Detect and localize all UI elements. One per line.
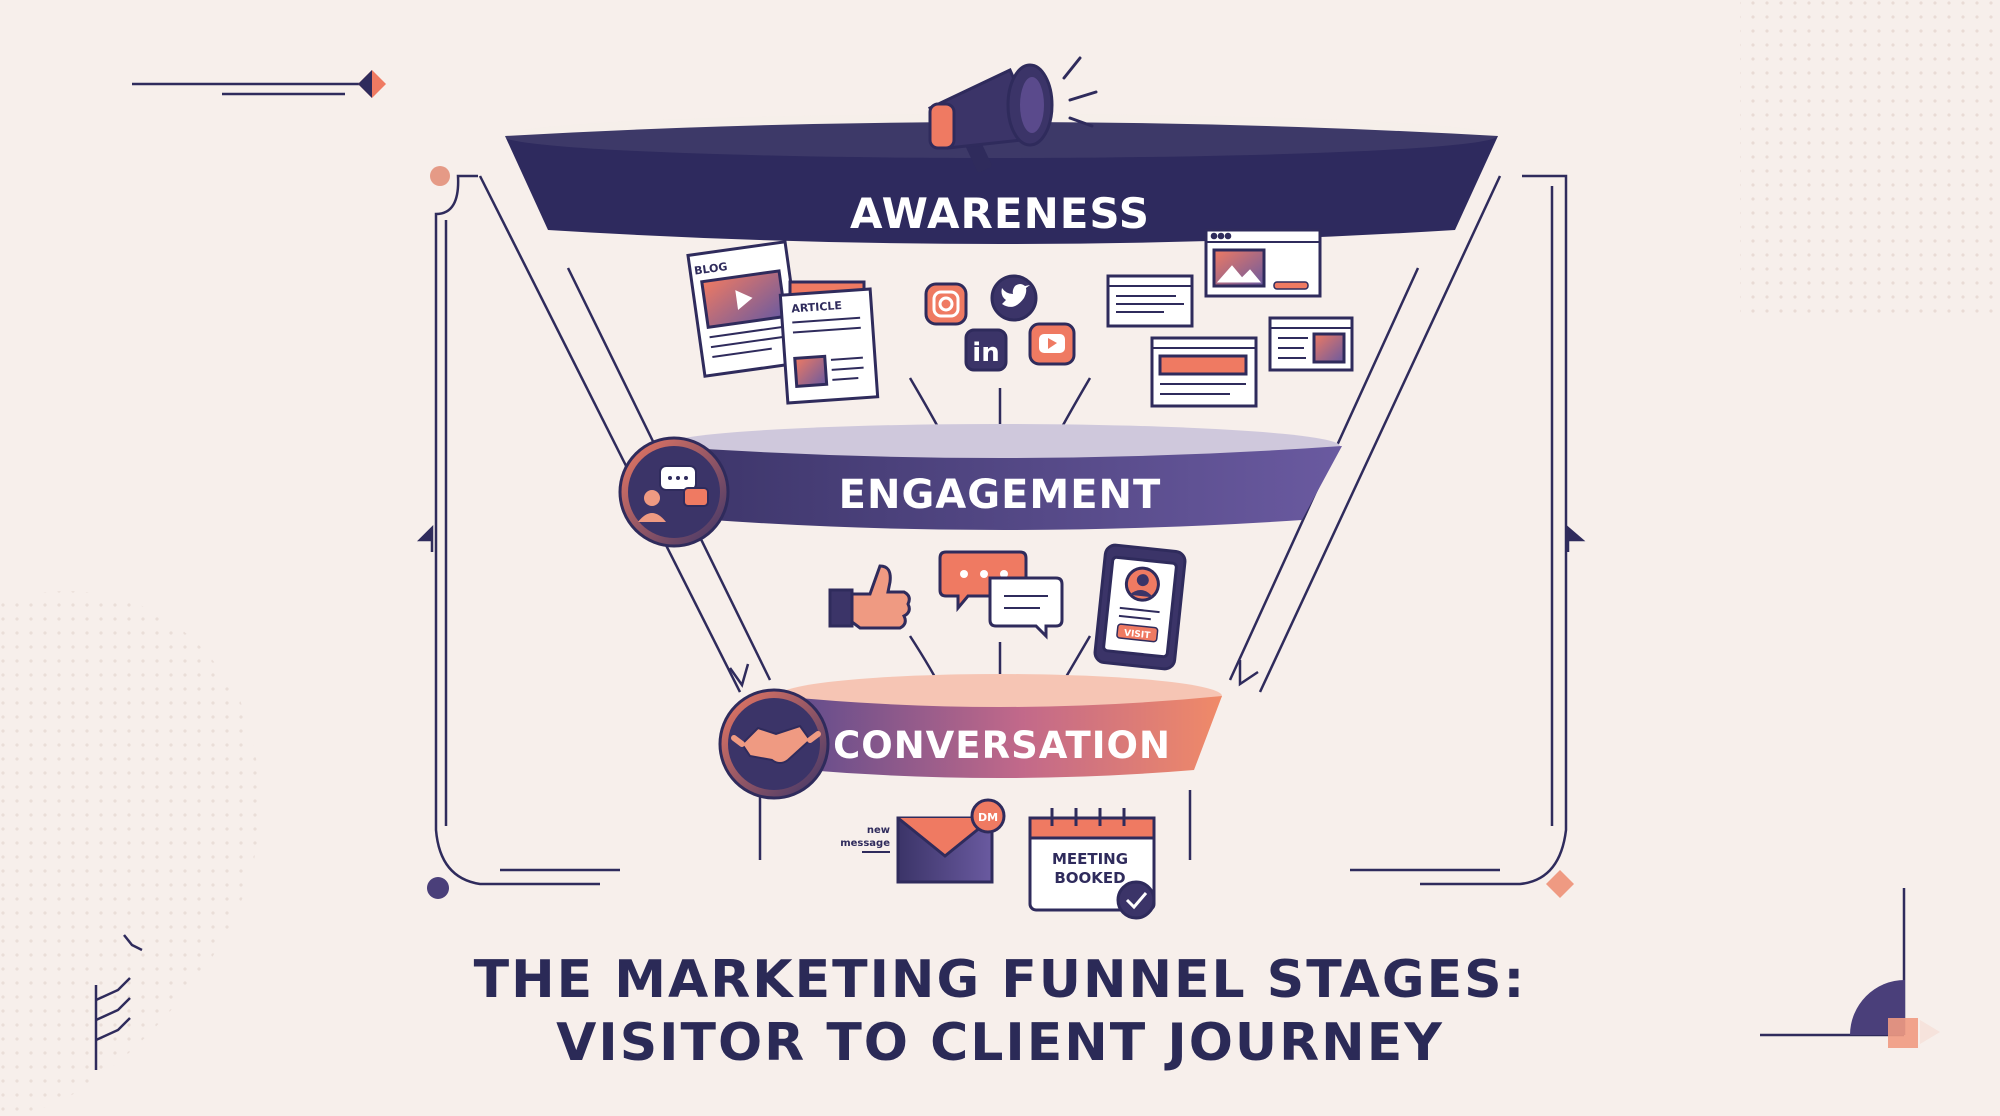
title-line-1: THE MARKETING FUNNEL STAGES: [474,950,1527,1010]
linkedin-icon [964,328,1008,372]
instagram-icon [924,282,968,326]
thumbs-up-icon [828,564,911,630]
megaphone-icon [928,56,1098,173]
linkedin-text: in [972,338,999,368]
envelope-icon [896,798,1006,884]
dot-pattern-bottom-left [0,591,260,1116]
engagement-chat-user-icon [618,436,730,548]
browser-window-2 [1106,274,1194,328]
calendar-icon [1028,808,1156,920]
twitter-icon [990,274,1038,322]
phone-profile-icon [1093,543,1187,671]
outer-frame [416,174,1586,886]
engagement-band [660,424,1342,530]
new-message-line2: message [840,838,890,849]
decor-lines-top-left [132,70,386,98]
stage-label-conversation: CONVERSATION [833,724,1171,767]
decor-bottom-right [1760,888,1940,1048]
decor-dot-coral [430,166,450,186]
stage-label-engagement: ENGAGEMENT [839,472,1162,518]
decor-dot-navy [427,877,449,899]
phone-visit-button: VISIT [1123,628,1151,641]
title-line-2: VISITOR TO CLIENT JOURNEY [556,1013,1444,1073]
dot-pattern-top-right [1740,0,2000,320]
awareness-band [503,114,1498,244]
conversation-band [778,674,1222,778]
side-arrows [728,660,1259,688]
browser-window-4 [1268,316,1354,372]
youtube-icon [1028,322,1076,366]
dm-badge: DM [978,811,998,824]
article-label: ARTICLE [791,299,842,316]
browser-window-3 [1150,336,1258,408]
decor-ticks-bottom-left [94,934,143,1070]
handshake-icon [718,688,830,800]
article-card [778,280,880,405]
stage-label-awareness: AWARENESS [850,189,1150,238]
new-message-line1: new [867,825,890,836]
browser-window-1 [1204,228,1322,298]
meeting-label-line1: MEETING [1052,850,1128,868]
meeting-label-line2: BOOKED [1054,869,1125,887]
blog-label: BLOG [693,260,728,278]
decor-diamond-right [1546,870,1574,898]
chat-bubbles-icon [938,550,1064,640]
